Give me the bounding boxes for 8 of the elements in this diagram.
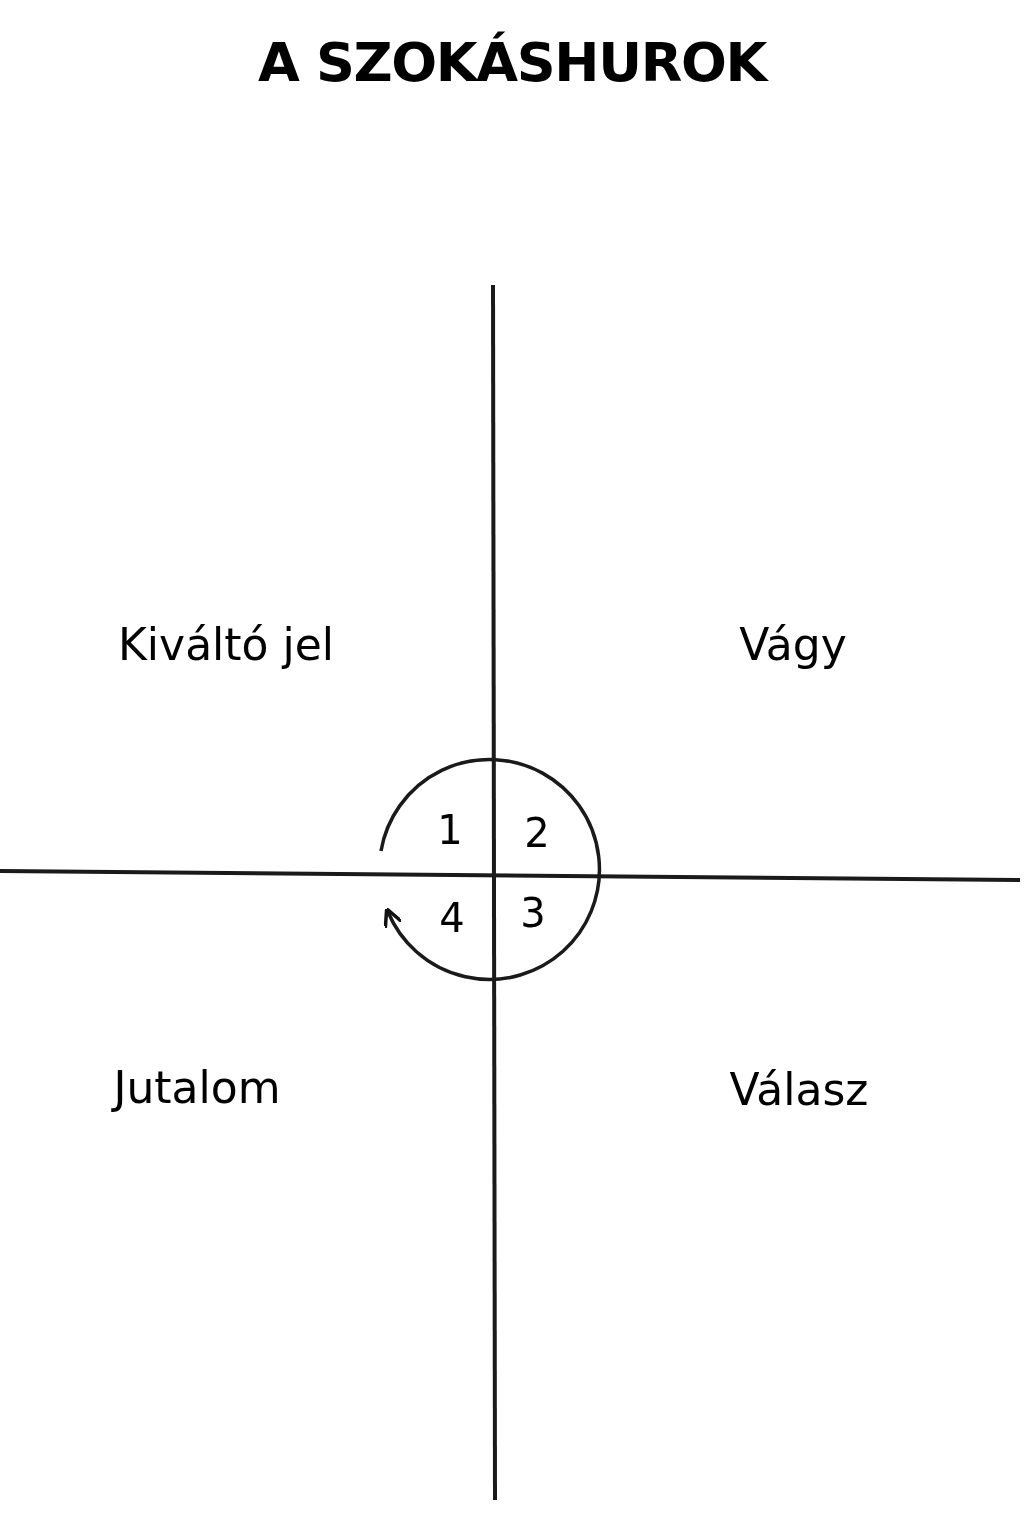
step-number: 4 <box>439 898 465 938</box>
step-number: 3 <box>520 893 546 933</box>
quadrant-label: Válasz <box>729 1068 869 1112</box>
quadrant-label: Kiváltó jel <box>118 623 334 667</box>
quadrant-label: Jutalom <box>113 1066 281 1110</box>
step-number: 1 <box>437 810 463 850</box>
quadrant-label: Vágy <box>739 623 847 667</box>
step-number: 2 <box>524 813 550 853</box>
